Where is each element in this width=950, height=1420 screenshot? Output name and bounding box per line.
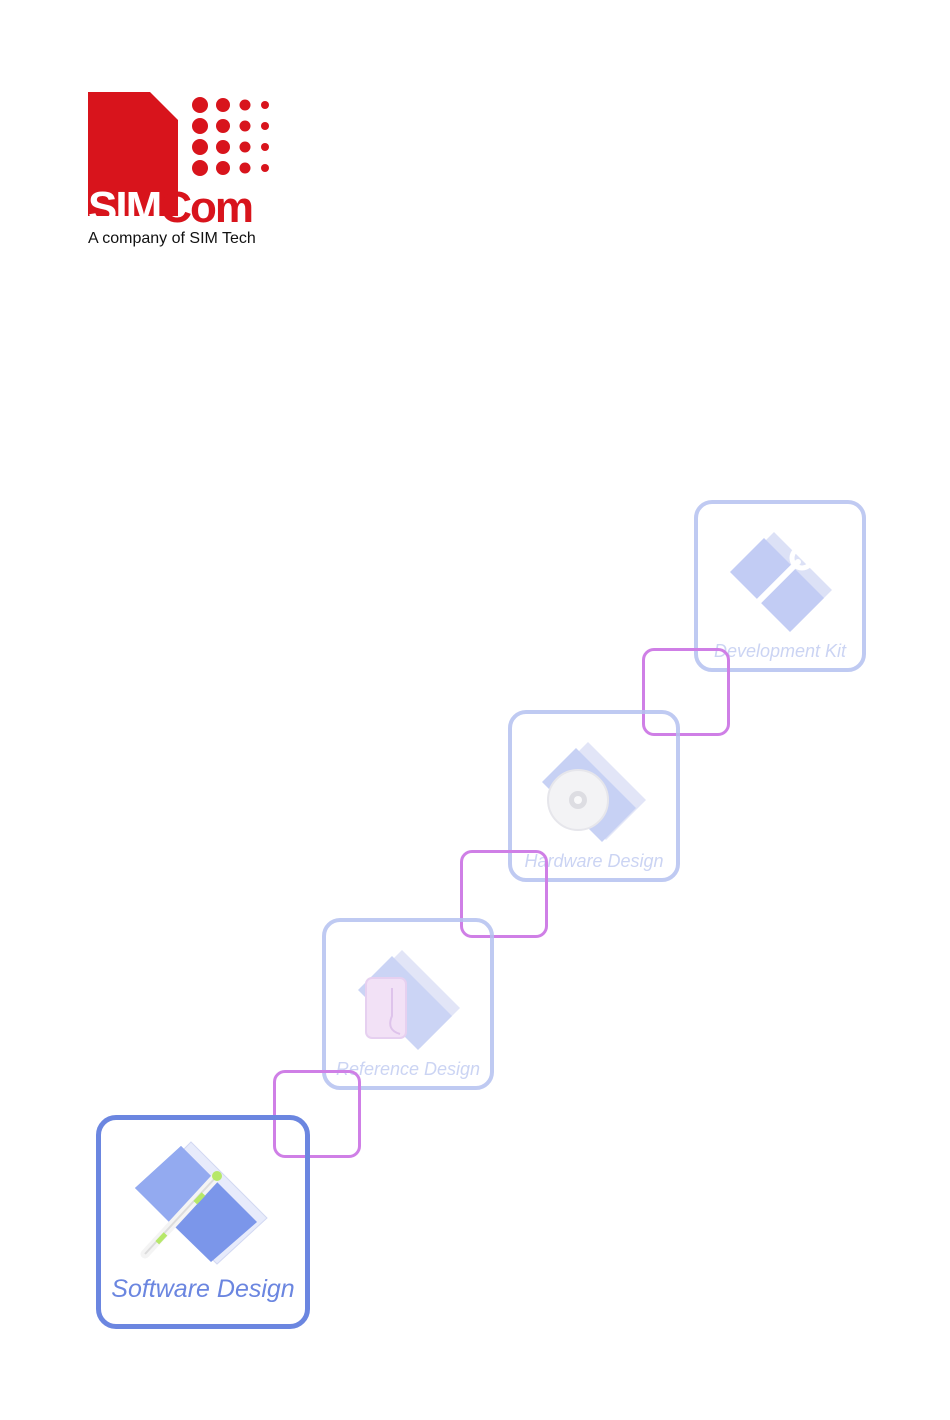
folder-wrench-icon [728,528,840,636]
folder-disc-icon [542,738,654,846]
software-design-label[interactable]: Software Design [101,1275,305,1304]
logo-sim: SIM [88,183,160,232]
logo-wordmark: SIMCom [88,188,252,228]
reference-design-card: Reference Design [322,918,494,1090]
logo-tagline: A company of SIM Tech [88,230,256,248]
simcom-logo: SIMCom A company of SIM Tech [86,88,296,253]
logo-com: Com [160,183,252,232]
development-kit-card: Development Kit [694,500,866,672]
folder-document-icon [356,946,468,1054]
folder-pencil-icon [135,1136,275,1266]
software-design-card[interactable]: Software Design [96,1115,310,1329]
